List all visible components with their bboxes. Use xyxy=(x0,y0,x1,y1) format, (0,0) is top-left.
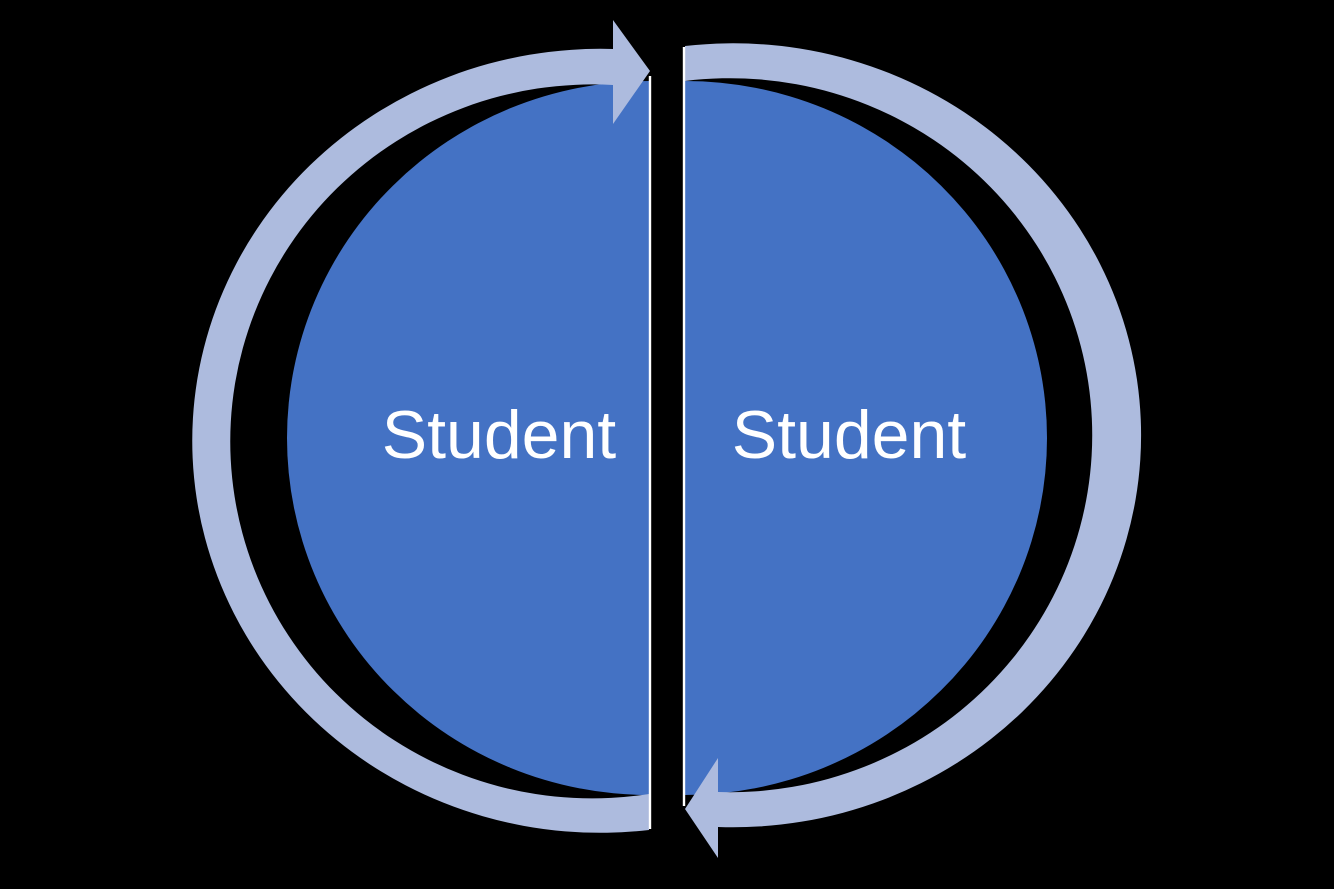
segment-left-shape xyxy=(287,81,649,795)
segment-right-label: Student xyxy=(731,396,967,473)
segment-left-label: Student xyxy=(381,396,617,473)
segment-right-shape xyxy=(685,81,1047,795)
cycle-arrow-right-icon xyxy=(685,43,1142,858)
